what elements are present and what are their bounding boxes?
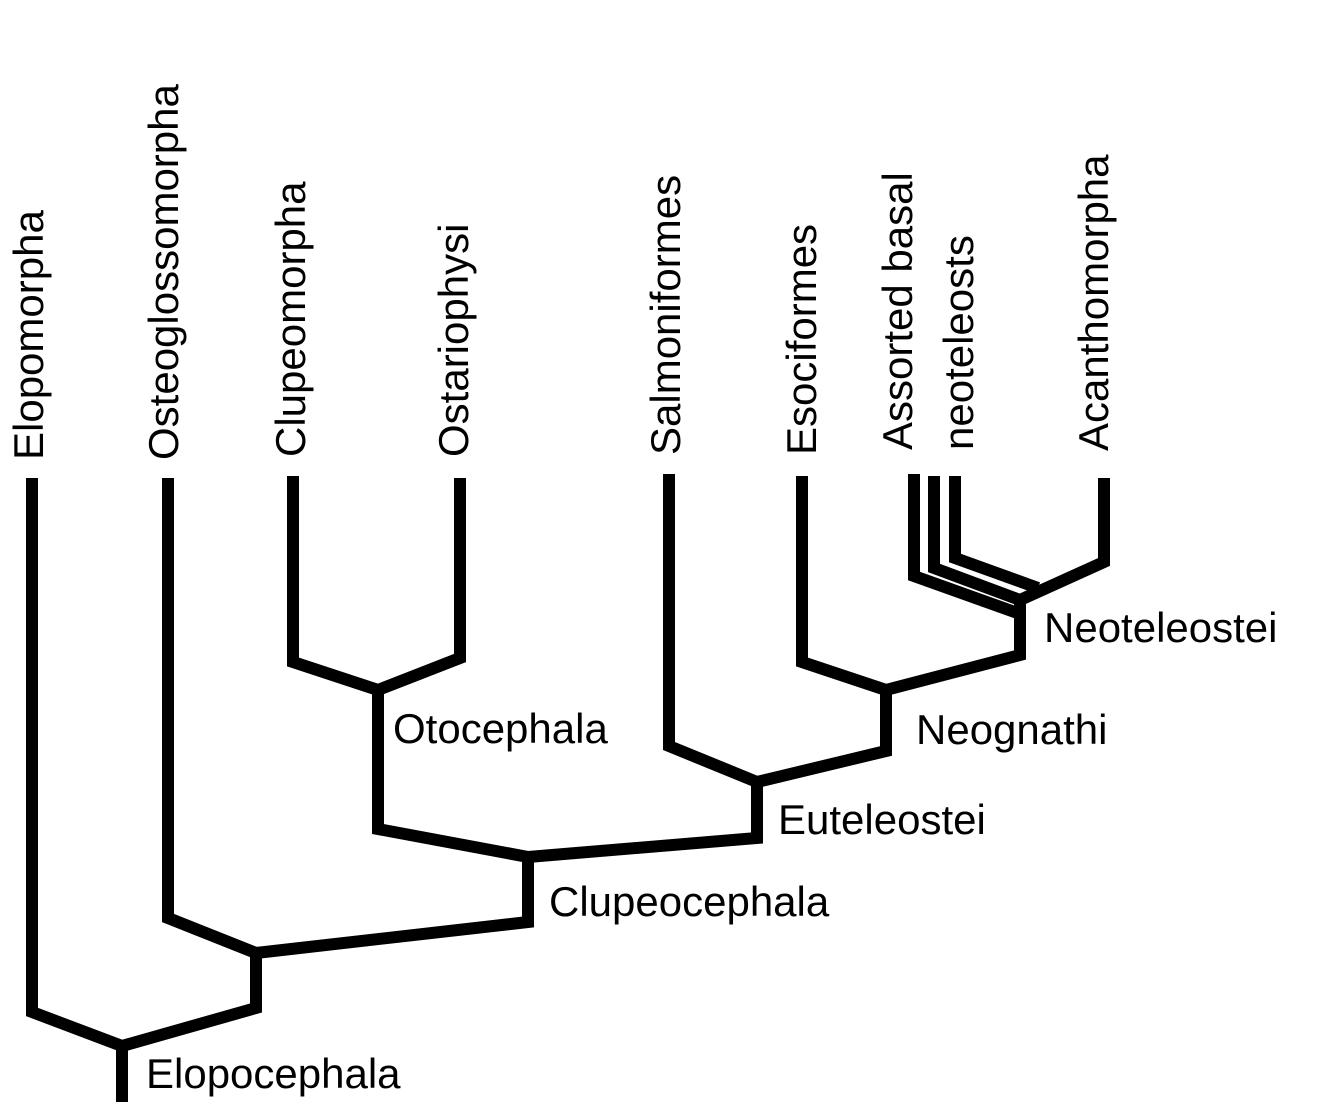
edge-assorted-basal-1: [908, 474, 1023, 620]
node-label-elopocephala: Elopocephala: [146, 1050, 401, 1097]
edge-neognathi-stem: [755, 690, 892, 788]
edge-esociformes: [796, 476, 888, 696]
tip-label-salmoniformes: Salmoniformes: [642, 175, 689, 455]
node-labels: Elopocephala Clupeocephala Otocephala Eu…: [146, 604, 1277, 1097]
tip-label-assorted-basal: Assorted basal: [874, 172, 921, 450]
edge-ostariophysi: [375, 478, 466, 696]
edge-acanthomorpha: [1017, 478, 1110, 606]
edge-clupeomorpha: [287, 476, 380, 696]
node-label-clupeocephala: Clupeocephala: [549, 878, 830, 925]
node-label-euteleostei: Euteleostei: [778, 796, 986, 843]
node-label-neognathi: Neognathi: [916, 706, 1107, 753]
edge-clupeocephala-stem: [120, 953, 262, 1052]
tip-label-ostariophysi: Ostariophysi: [430, 224, 477, 457]
edge-euteleostei-stem: [527, 782, 763, 863]
tip-label-neoteleosts: neoteleosts: [935, 235, 982, 450]
tip-label-clupeomorpha: Clupeomorpha: [267, 181, 314, 457]
tip-label-elopomorpha: Elopomorpha: [5, 210, 52, 460]
tip-labels: Elopomorpha Osteoglossomorpha Clupeomorp…: [5, 83, 1117, 460]
tip-label-osteoglossomorpha: Osteoglossomorpha: [140, 83, 187, 460]
node-label-neoteleostei: Neoteleostei: [1044, 604, 1277, 651]
tip-label-acanthomorpha: Acanthomorpha: [1070, 154, 1117, 451]
edge-otocephala-stem: [372, 690, 530, 863]
edge-neoteleostei-stem: [884, 597, 1026, 696]
node-label-otocephala: Otocephala: [393, 705, 608, 752]
edge-clupeocephala: [255, 857, 534, 959]
tip-label-esociformes: Esociformes: [778, 224, 825, 455]
edge-osteoglossomorpha: [162, 478, 259, 959]
edge-elopomorpha: [26, 478, 125, 1052]
edge-salmoniformes: [663, 474, 760, 788]
edge-assorted-basal-2: [928, 476, 1023, 606]
tree-edges: [26, 474, 1110, 1102]
edge-assorted-basal-3: [949, 476, 1041, 594]
